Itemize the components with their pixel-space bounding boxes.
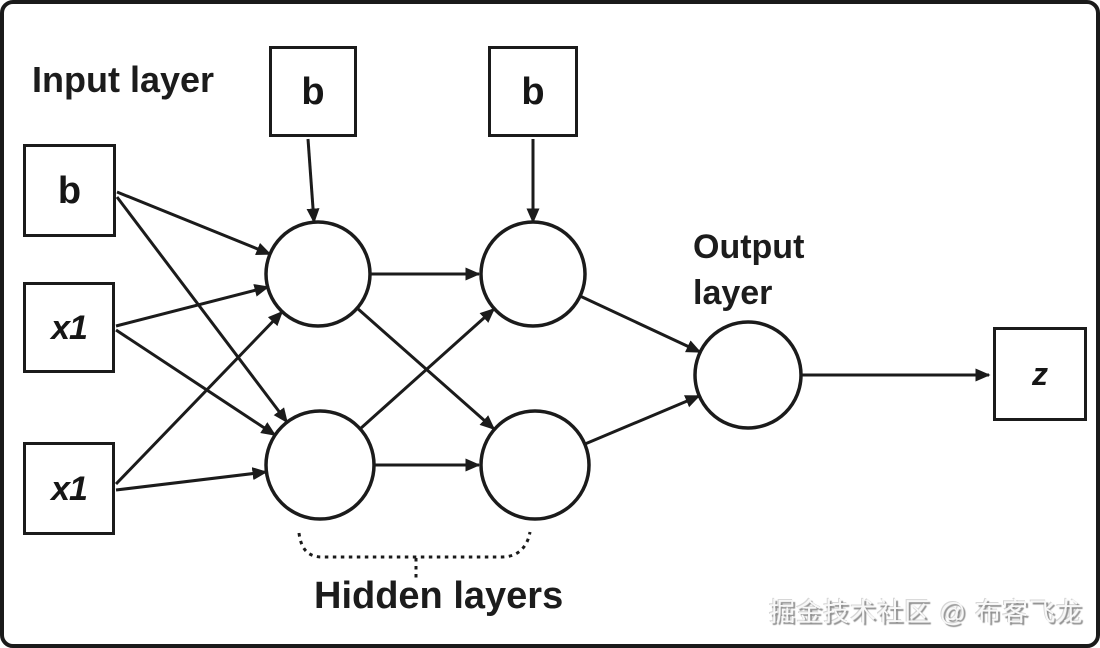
hidden2-bias-node: b <box>488 46 578 137</box>
hidden1-bias-node-label: b <box>301 70 325 113</box>
edge-x1a-to-h1top <box>115 284 270 328</box>
hidden1-neuron-bottom <box>264 409 376 521</box>
hidden2-neuron-bottom <box>479 409 591 521</box>
edge-x1b-to-h1bot <box>115 467 268 492</box>
hidden1-neuron-top <box>264 220 372 328</box>
watermark-text: 掘金技术社区 @ 布客飞龙 <box>769 597 1083 627</box>
input-node-bias-label: b <box>57 169 82 212</box>
hidden-layers-title: Hidden layers <box>314 575 564 617</box>
edge-bias1-to-h1top <box>306 138 320 224</box>
hidden2-neuron-top <box>479 220 587 328</box>
input-node-x1-top: x1 <box>23 282 115 373</box>
input-node-x1-top-label: x1 <box>51 308 88 347</box>
hidden-layers-brace <box>297 531 532 579</box>
input-node-x1-bottom: x1 <box>23 442 115 535</box>
output-node-z-label: z <box>1032 356 1048 392</box>
output-neuron <box>693 320 803 430</box>
edge-h1bot-to-h2top <box>358 307 496 431</box>
input-node-x1-bottom-label: x1 <box>51 469 88 508</box>
edge-h2bot-to-out <box>584 394 701 446</box>
edge-x1a-to-h1bot <box>115 328 277 437</box>
output-layer-title: Output layer <box>693 228 805 312</box>
hidden2-bias-node-label: b <box>521 70 545 113</box>
connection-arrows <box>114 138 991 492</box>
input-layer-title: Input layer <box>32 59 215 100</box>
output-node-z: z <box>993 327 1087 421</box>
edge-h2top-to-out <box>579 294 702 354</box>
edge-h1top-to-h2bot <box>356 306 496 431</box>
edge-bias-to-h1bot <box>115 196 289 424</box>
input-node-bias: b <box>23 144 116 237</box>
edge-x1b-to-h1top <box>114 310 284 486</box>
edge-bias-to-h1top <box>116 190 272 256</box>
hidden1-bias-node: b <box>269 46 357 137</box>
